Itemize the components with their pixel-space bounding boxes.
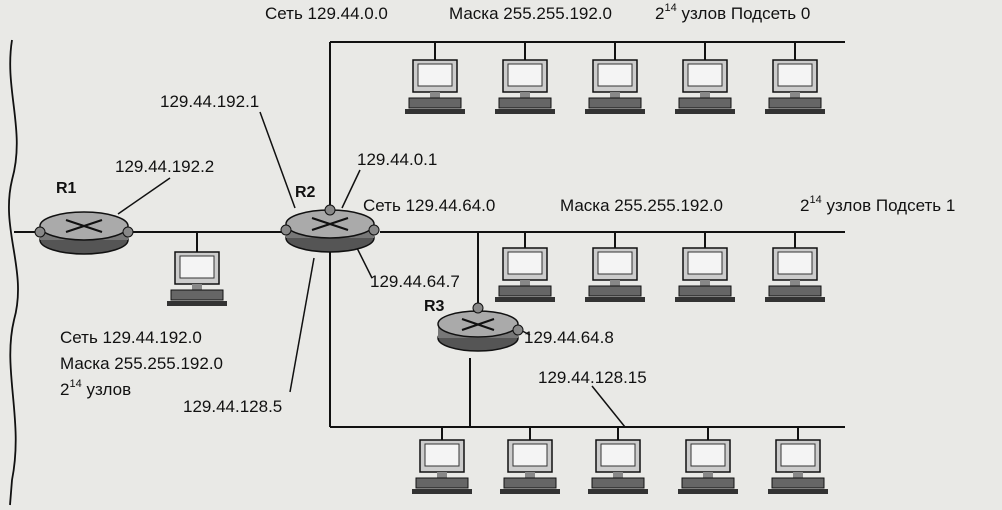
leader-r3-bottom [591,385,626,428]
computer-icon [166,251,228,307]
computer-icon [494,59,556,115]
addr-r2-lower: 129.44.64.7 [370,272,460,291]
subnet1-net: Сеть 129.44.64.0 [363,196,496,215]
computer-icon [764,59,826,115]
computer-icon [767,439,829,495]
addr-r2-upper: 129.44.0.1 [357,150,438,169]
subnet1-hosts: 214 узлов Подсеть 1 [800,194,956,215]
subnet1-mask: Маска 255.255.192.0 [560,196,724,215]
leader-r2-upper [341,169,361,209]
router-r2-label: R2 [295,184,316,201]
computer-icon [764,247,826,303]
router-r3-label: R3 [424,298,445,315]
router-r1-label: R1 [56,180,77,197]
cloud-boundary [8,39,19,506]
computer-icon [499,439,561,495]
leader-r2-top [259,111,296,209]
leader-r1-right [117,177,171,215]
router-r1-icon [34,211,134,255]
addr-r2-bottom: 129.44.128.5 [183,397,283,416]
computer-icon [674,247,736,303]
computer-icon [587,439,649,495]
computer-icon [677,439,739,495]
computer-icon [584,59,646,115]
router-r2-icon [280,204,380,253]
addr-r3-bottom: 129.44.128.15 [538,368,647,387]
computer-icon [674,59,736,115]
addr-r1-right: 129.44.192.2 [115,157,215,176]
left-mask: Маска 255.255.192.0 [60,354,224,373]
addr-r2-top: 129.44.192.1 [160,92,260,111]
subnet0-net: Сеть 129.44.0.0 [265,4,388,23]
subnet0-mask: Маска 255.255.192.0 [449,4,613,23]
computer-icon [584,247,646,303]
computer-icon [411,439,473,495]
addr-r3-right: 129.44.64.8 [524,328,614,347]
leader-r2-bottom [289,257,315,393]
subnet2-computers [411,439,829,495]
left-net: Сеть 129.44.192.0 [60,328,202,347]
left-net-computers [166,251,228,307]
computer-icon [494,247,556,303]
subnet0-hosts: 214 узлов Подсеть 0 [655,2,811,23]
subnet1-computers [494,247,826,303]
left-hosts: 214 узлов [60,378,132,399]
computer-icon [404,59,466,115]
leader-r2-lower [354,243,373,279]
router-r3-icon [437,302,524,352]
subnet0-computers [404,59,826,115]
